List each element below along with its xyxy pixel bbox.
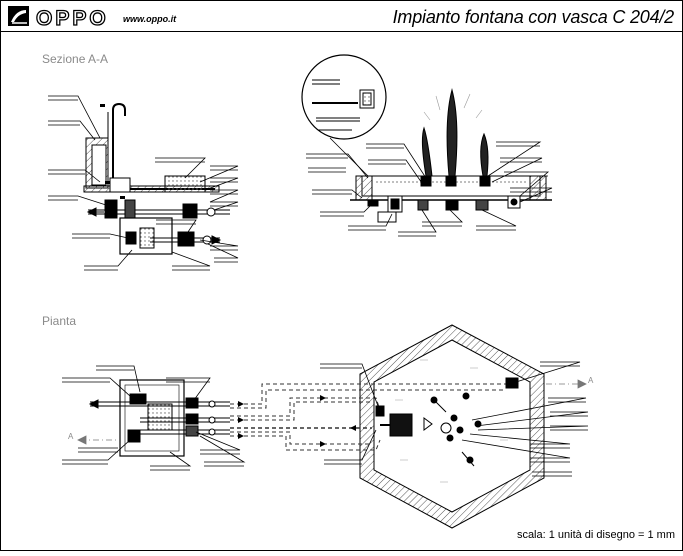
- leader-tags-left: [100, 104, 125, 199]
- section-mark-left: A: [68, 432, 74, 441]
- plan-central-equipment: [375, 377, 519, 467]
- section-view-label: Sezione A-A: [42, 52, 109, 66]
- section-cut-line: [77, 379, 587, 445]
- section-mark-right: A: [588, 376, 594, 385]
- plan-pipe-runs: [230, 383, 510, 451]
- scale-note: scala: 1 unità di disegno = 1 mm: [516, 529, 675, 541]
- section-left-leaders: [48, 95, 239, 271]
- plan-view-label: Pianta: [42, 314, 77, 328]
- drawing-title: Impianto fontana con vasca C 204/2: [392, 7, 675, 27]
- oppo-logo-icon: [8, 6, 29, 26]
- brand-wordmark: OPPO: [35, 7, 109, 30]
- section-right-leaders: [306, 141, 553, 237]
- plan-leaders: [62, 361, 589, 477]
- brand-website-link[interactable]: www.oppo.it: [123, 14, 177, 24]
- plan-flow-arrows: [238, 395, 356, 447]
- plan-hexagon-basin: [359, 324, 545, 529]
- plan-pump-room: [88, 379, 230, 457]
- section-right-basin: [301, 54, 552, 223]
- section-left-equipment: [83, 102, 230, 255]
